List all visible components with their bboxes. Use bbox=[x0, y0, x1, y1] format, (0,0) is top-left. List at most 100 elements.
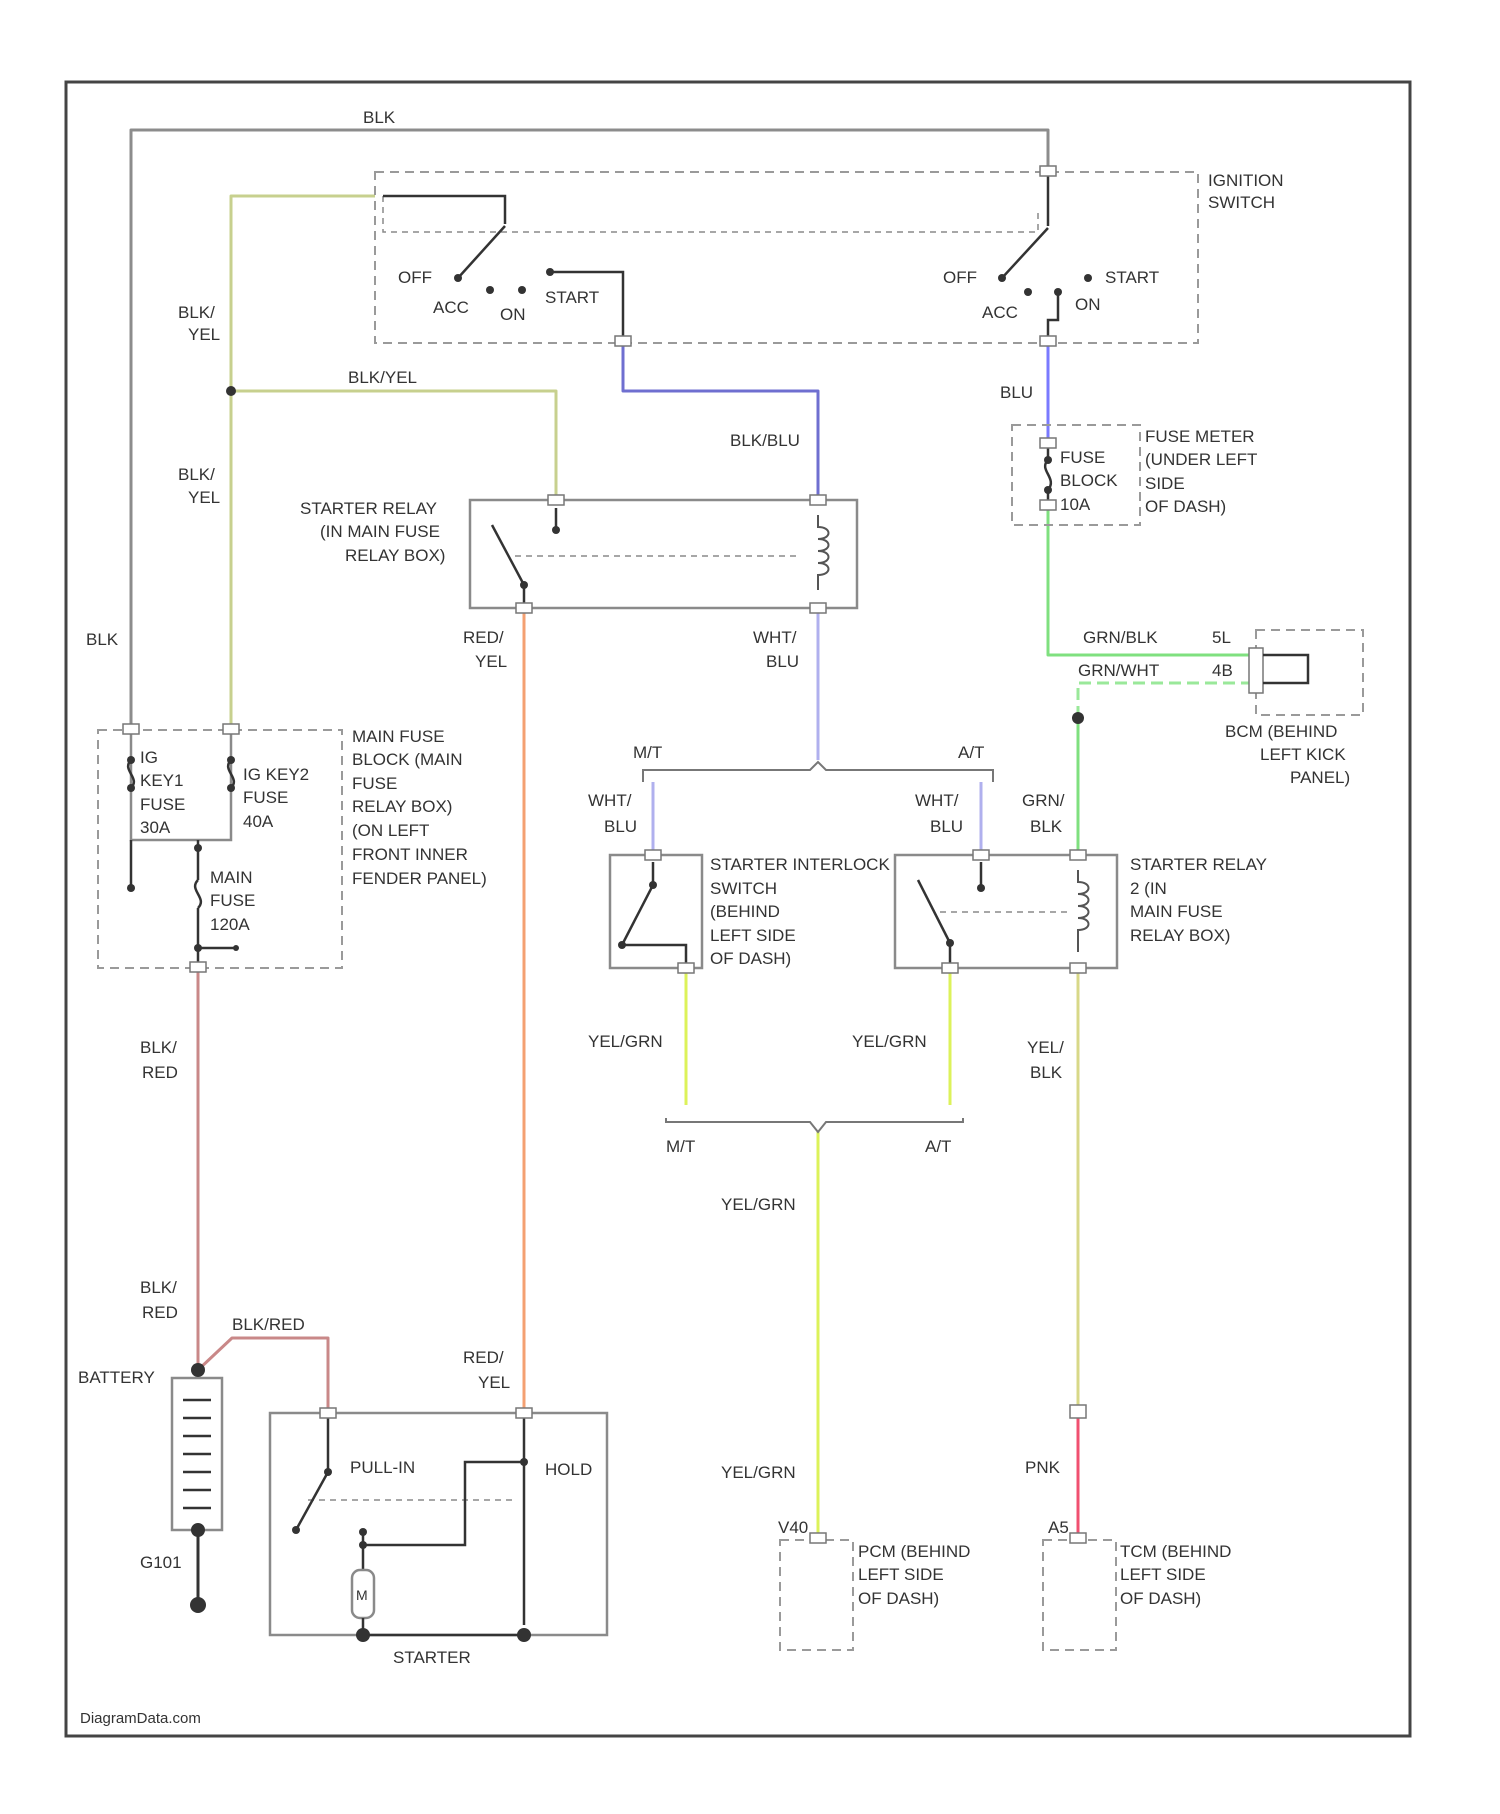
main-fuse-block-label-3: FUSE bbox=[352, 774, 397, 793]
label-pin-a5: A5 bbox=[1048, 1518, 1069, 1537]
ignition-right-acc-label: ACC bbox=[982, 303, 1018, 322]
label-blk-red-2a: BLK/ bbox=[140, 1278, 177, 1297]
main-fuse-3: 120A bbox=[210, 915, 250, 934]
starter-pull-in-label: PULL-IN bbox=[350, 1458, 415, 1477]
ignition-switch-link bbox=[383, 196, 1038, 232]
branch-brace-top bbox=[643, 762, 993, 782]
label-grn-blk-2a: GRN/ bbox=[1022, 791, 1065, 810]
label-red-yel-2b: YEL bbox=[478, 1373, 510, 1392]
ignition-left-start-lead bbox=[550, 272, 623, 343]
tcm-module: TCM (BEHIND LEFT SIDE OF DASH) bbox=[1043, 1533, 1231, 1650]
starter-relay-1-conn-b bbox=[810, 495, 826, 505]
ignition-left-acc-contact bbox=[486, 286, 494, 294]
label-yel-grn-4: YEL/GRN bbox=[721, 1463, 796, 1482]
ignition-right-pivot bbox=[998, 274, 1006, 282]
label-blk-yel-2b: YEL bbox=[188, 488, 220, 507]
battery-negative-terminal bbox=[191, 1523, 205, 1537]
fuse-meter-fuse-element bbox=[1045, 460, 1051, 490]
starter-relay-1-conn-c bbox=[516, 603, 532, 613]
bcm-box bbox=[1256, 630, 1363, 715]
starter-relay-1-box bbox=[470, 500, 857, 608]
label-mt-top: M/T bbox=[633, 743, 662, 762]
interlock-out-lead bbox=[622, 945, 686, 968]
ignition-switch: OFF ACC ON START OFF ACC ON START IGNITI… bbox=[375, 166, 1284, 346]
ignition-left-start-label: START bbox=[545, 288, 599, 307]
bcm-internal-loop bbox=[1263, 655, 1308, 683]
fuse-left-3: FUSE bbox=[140, 795, 185, 814]
ignition-switch-box bbox=[375, 172, 1198, 343]
main-fuse-stub-end bbox=[127, 884, 135, 892]
main-fuse-block-label-7: FENDER PANEL) bbox=[352, 869, 487, 888]
main-fuse-conn-blk-yel bbox=[223, 724, 239, 734]
fuse-meter-inner-1: FUSE bbox=[1060, 448, 1105, 467]
pcm-label-1: PCM (BEHIND bbox=[858, 1542, 970, 1561]
starter-relay-1-label-2: (IN MAIN FUSE bbox=[320, 522, 440, 541]
ignition-right-start-contact bbox=[1084, 274, 1092, 282]
starter-relay-1: STARTER RELAY (IN MAIN FUSE RELAY BOX) bbox=[300, 495, 857, 613]
main-fuse-element bbox=[195, 880, 201, 908]
label-blk-top: BLK bbox=[363, 108, 396, 127]
transmission-branch-bottom: M/T A/T bbox=[666, 1118, 963, 1156]
main-fuse-conn-out bbox=[190, 962, 206, 972]
fuse-left-2: KEY1 bbox=[140, 771, 183, 790]
pcm-connector bbox=[810, 1533, 826, 1543]
starter-conn-battery bbox=[320, 1408, 336, 1418]
main-fuse-terminal-top bbox=[194, 844, 202, 852]
starter-relay-1-fixed-contact bbox=[552, 526, 560, 534]
starter-conn-solenoid bbox=[516, 1408, 532, 1418]
starter-relay-2: STARTER RELAY 2 (IN MAIN FUSE RELAY BOX) bbox=[895, 850, 1267, 973]
ignition-left-on-contact bbox=[518, 286, 526, 294]
tcm-label-1: TCM (BEHIND bbox=[1120, 1542, 1231, 1561]
starter-ground-left bbox=[356, 1628, 370, 1642]
label-yel-blk-a: YEL/ bbox=[1027, 1038, 1064, 1057]
starter-interlock-switch: STARTER INTERLOCK SWITCH (BEHIND LEFT SI… bbox=[610, 850, 890, 973]
label-wht-blu-2a: WHT/ bbox=[588, 791, 632, 810]
interlock-label-5: OF DASH) bbox=[710, 949, 791, 968]
wire-blk-blu bbox=[623, 343, 818, 500]
ground-g101: G101 bbox=[140, 1553, 206, 1613]
fuse-ig-key2-terminal-2 bbox=[227, 784, 235, 792]
splice-blk-yel bbox=[226, 386, 236, 396]
main-fuse-block-label-6: FRONT INNER bbox=[352, 845, 468, 864]
ignition-left-acc-label: ACC bbox=[433, 298, 469, 317]
battery-positive-terminal bbox=[191, 1363, 205, 1377]
label-blk-red-1b: RED bbox=[142, 1063, 178, 1082]
starter-label: STARTER bbox=[393, 1648, 471, 1667]
ignition-left-pivot bbox=[454, 274, 462, 282]
label-wht-blu-1b: BLU bbox=[766, 652, 799, 671]
fuse-right-3: 40A bbox=[243, 812, 274, 831]
label-yel-grn-1: YEL/GRN bbox=[588, 1032, 663, 1051]
label-grn-blk: GRN/BLK bbox=[1083, 628, 1158, 647]
pcm-label-2: LEFT SIDE bbox=[858, 1565, 944, 1584]
starter-relay-1-conn-d bbox=[810, 603, 826, 613]
connector-fuse-meter-out bbox=[1040, 500, 1056, 510]
branch-brace-bottom bbox=[666, 1118, 963, 1132]
starter-hold-label: HOLD bbox=[545, 1460, 592, 1479]
wire-grn-wht bbox=[1078, 683, 1249, 718]
bcm-label-3: PANEL) bbox=[1290, 768, 1350, 787]
starter-relay-2-conn-b bbox=[1070, 850, 1086, 860]
label-blk-red-2b: RED bbox=[142, 1303, 178, 1322]
label-grn-wht: GRN/WHT bbox=[1078, 661, 1159, 680]
ignition-switch-label-2: SWITCH bbox=[1208, 193, 1275, 212]
label-blk-yel-1b: YEL bbox=[188, 325, 220, 344]
ignition-right-start-label: START bbox=[1105, 268, 1159, 287]
ignition-left-on-label: ON bbox=[500, 305, 526, 324]
fuse-right-1: IG KEY2 bbox=[243, 765, 309, 784]
starter-relay-1-blade bbox=[492, 525, 524, 585]
fuse-left-1: IG bbox=[140, 748, 158, 767]
label-blk-red-h: BLK/RED bbox=[232, 1315, 305, 1334]
tcm-label-2: LEFT SIDE bbox=[1120, 1565, 1206, 1584]
label-blk-yel-1a: BLK/ bbox=[178, 303, 215, 322]
label-yel-grn-2: YEL/GRN bbox=[852, 1032, 927, 1051]
label-blk-yel-h: BLK/YEL bbox=[348, 368, 417, 387]
ignition-top-connector bbox=[1040, 166, 1056, 176]
ignition-on-connector bbox=[1040, 336, 1056, 346]
label-blk-red-1a: BLK/ bbox=[140, 1038, 177, 1057]
label-wht-blu-3b: BLU bbox=[930, 817, 963, 836]
starter-relay-2-conn-d bbox=[1070, 963, 1086, 973]
fuse-meter-label-1: FUSE METER bbox=[1145, 427, 1255, 446]
starter-relay-1-conn-a bbox=[548, 495, 564, 505]
ignition-switch-label-1: IGNITION bbox=[1208, 171, 1284, 190]
